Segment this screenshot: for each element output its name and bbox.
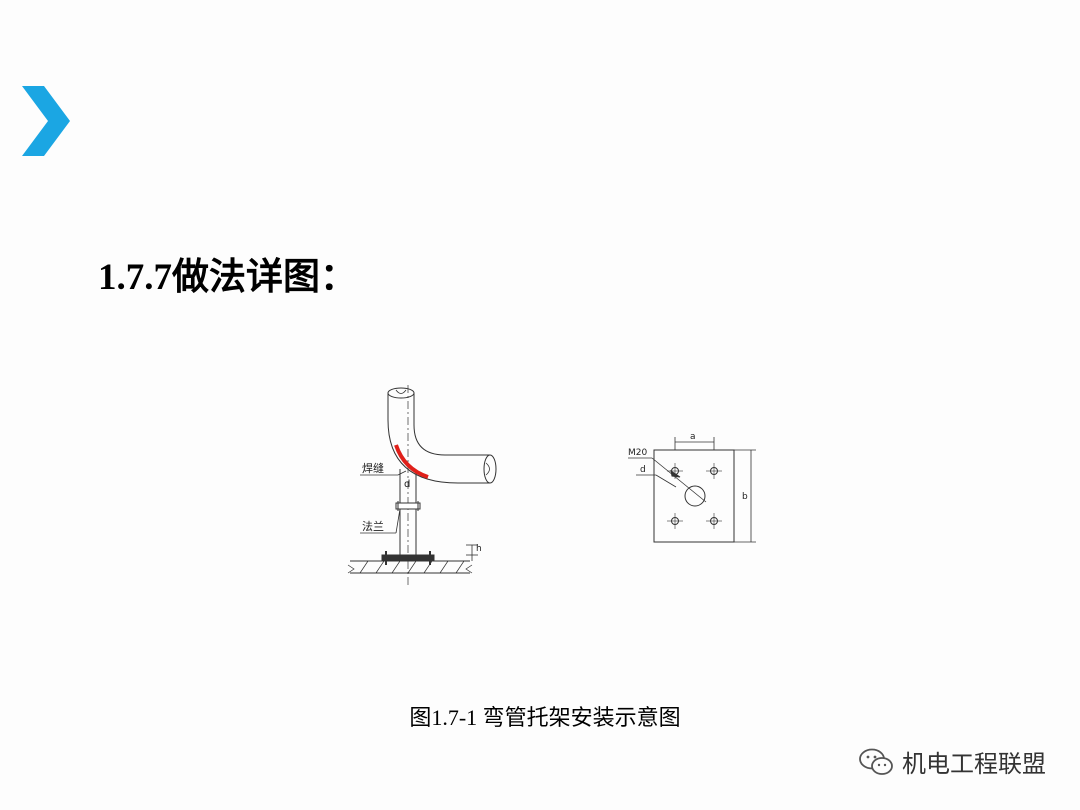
- bolt-spec-label: M20: [628, 448, 647, 458]
- height-b-dimension-label: b: [742, 492, 748, 502]
- pipe-bracket-diagram: 焊缝 法兰 d h a b M20 d: [347, 385, 756, 585]
- flange-label: 法兰: [362, 519, 384, 533]
- hole-diameter-label: d: [640, 465, 646, 475]
- weld-seam: [394, 444, 429, 479]
- height-dimension-label: h: [476, 544, 482, 554]
- post-diameter-label: d: [404, 479, 410, 490]
- wechat-icon: [859, 748, 893, 775]
- watermark: 机电工程联盟: [858, 744, 1046, 779]
- base-plate-top-view: [628, 437, 756, 543]
- watermark-text: 机电工程联盟: [902, 751, 1046, 778]
- weld-label: 焊缝: [362, 461, 384, 475]
- elbow-pipe-side-view: [347, 385, 497, 585]
- figure-caption: 图1.7-1 弯管托架安装示意图: [409, 705, 681, 730]
- chevron-icon: [22, 86, 70, 156]
- width-dimension-label: a: [690, 432, 696, 442]
- slide-title: 1.7.7做法详图：: [98, 257, 357, 298]
